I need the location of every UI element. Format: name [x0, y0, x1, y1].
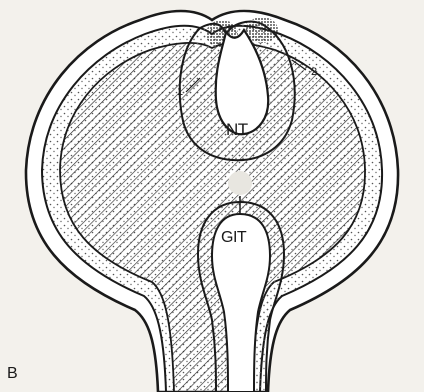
- gut-label: GIT: [221, 229, 246, 247]
- marker-left-label: 1: [177, 86, 183, 98]
- marker-right-label: 2: [311, 66, 317, 78]
- neural-tube-label: NT: [226, 120, 248, 140]
- notochord: [228, 171, 252, 195]
- panel-label: B: [7, 365, 18, 383]
